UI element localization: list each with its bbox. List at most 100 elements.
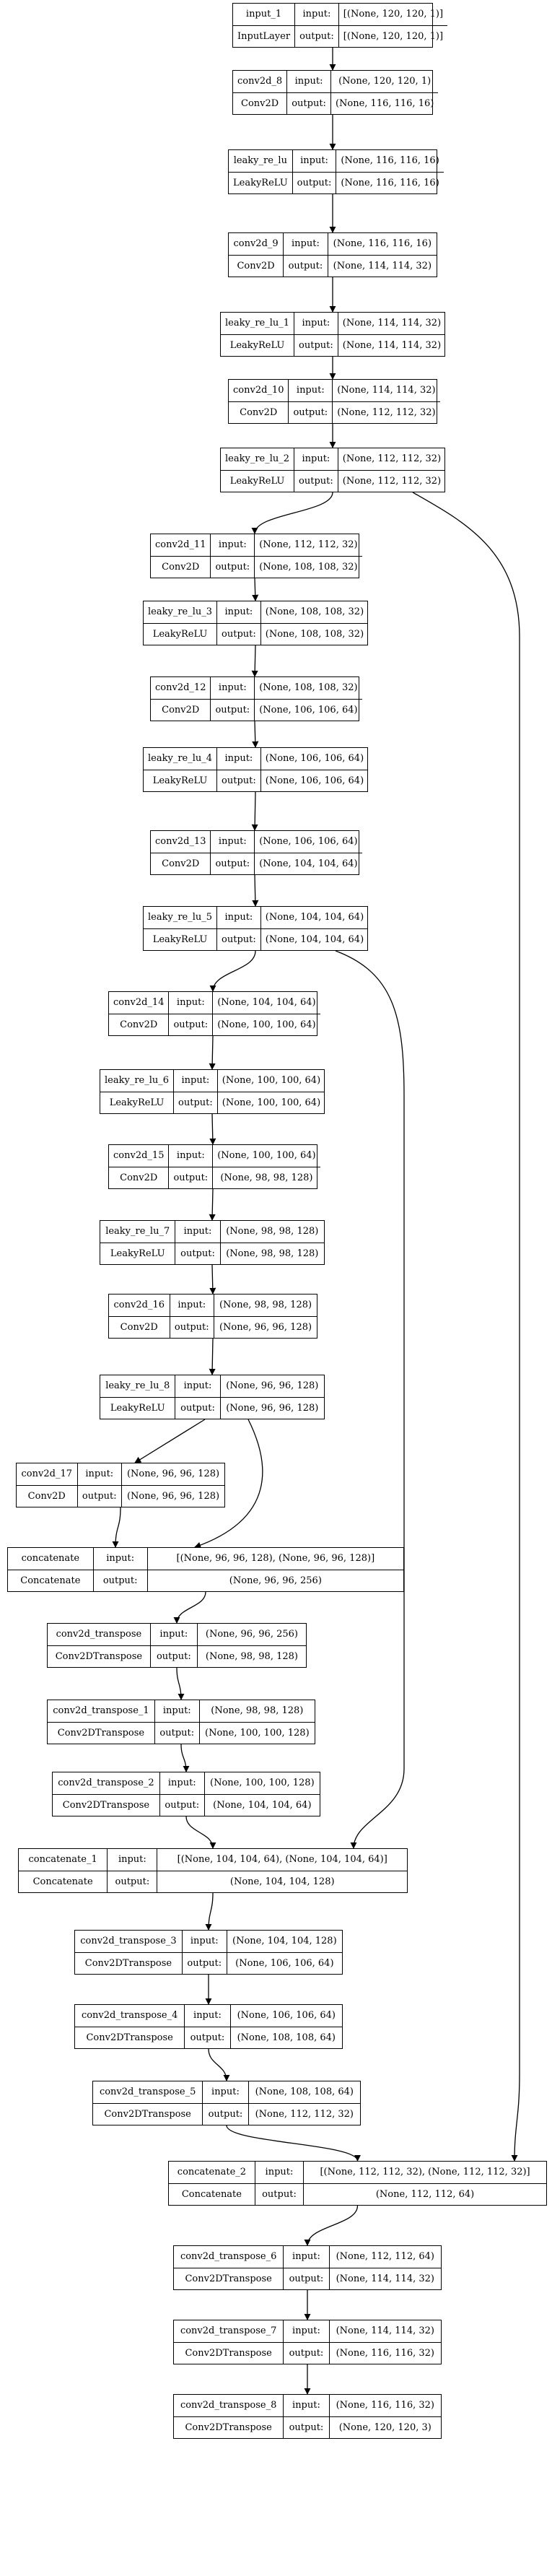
output-shape: (None, 114, 114, 32) <box>328 2267 441 2289</box>
layer-name: leaky_re_lu <box>229 150 293 173</box>
input-shape: (None, 116, 116, 16) <box>336 150 444 173</box>
output-shape: (None, 106, 106, 64) <box>226 1951 342 1974</box>
output-label: output: <box>210 698 255 721</box>
input-shape: (None, 104, 104, 128) <box>226 1931 342 1953</box>
output-shape: (None, 100, 100, 64) <box>212 1013 320 1035</box>
input-shape: (None, 112, 112, 64) <box>328 2246 441 2268</box>
output-shape: (None, 104, 104, 64) <box>203 1793 320 1816</box>
layer-type: Conv2D <box>151 698 211 721</box>
output-shape: (None, 108, 108, 64) <box>229 2026 342 2048</box>
output-shape: (None, 108, 108, 32) <box>260 622 369 645</box>
layer-name: conv2d_transpose_6 <box>174 2246 284 2268</box>
output-shape: (None, 114, 114, 32) <box>327 254 437 277</box>
edge-conv2d-transpose-to-conv2d-transpose-1 <box>176 1667 185 1700</box>
layer-type: LeakyReLU <box>144 622 218 645</box>
output-shape: (None, 114, 114, 32) <box>337 334 446 356</box>
layer-type: Conv2D <box>229 401 289 423</box>
output-label: output: <box>184 2026 231 2048</box>
output-shape: (None, 96, 96, 128) <box>214 1315 317 1338</box>
layer-name: conv2d_15 <box>109 1145 170 1167</box>
output-label: output: <box>202 2102 249 2125</box>
edge-leaky-re-lu-2-to-conv2d-11 <box>251 492 333 534</box>
layer-name: input_1 <box>233 4 296 26</box>
layer-name: conv2d_17 <box>17 1463 78 1486</box>
layer-type: Conv2DTranspose <box>53 1793 160 1816</box>
output-label: output: <box>294 25 339 47</box>
layer-type: Conv2DTranspose <box>174 2341 284 2364</box>
output-shape: (None, 104, 104, 64) <box>260 928 369 950</box>
input-shape: (None, 112, 112, 32) <box>254 534 362 557</box>
layer-name: conv2d_11 <box>151 534 211 557</box>
input-label: input: <box>175 1221 221 1243</box>
edge-conv2d-17-to-concatenate <box>112 1507 121 1548</box>
input-label: input: <box>254 2162 305 2184</box>
output-shape: (None, 96, 96, 128) <box>121 1484 224 1507</box>
output-shape: (None, 116, 116, 16) <box>330 92 439 114</box>
input-label: input: <box>216 907 261 929</box>
output-label: output: <box>283 2341 330 2364</box>
layer-type: LeakyReLU <box>144 769 218 791</box>
input-shape: (None, 98, 98, 128) <box>198 1700 315 1723</box>
layer-name: leaky_re_lu_4 <box>144 748 218 770</box>
input-shape: (None, 114, 114, 32) <box>337 313 446 335</box>
input-shape: (None, 120, 120, 1) <box>330 71 439 93</box>
input-label: input: <box>202 2081 249 2104</box>
input-shape: (None, 104, 104, 64) <box>212 992 320 1014</box>
input-shape: (None, 106, 106, 64) <box>254 831 362 853</box>
input-label: input: <box>92 1548 148 1570</box>
layer-type: Conv2D <box>109 1013 170 1035</box>
output-label: output: <box>216 622 261 645</box>
layer-type: Conv2D <box>229 254 284 277</box>
input-shape: [(None, 112, 112, 32), (None, 112, 112, … <box>303 2162 546 2184</box>
input-label: input: <box>210 534 255 557</box>
layer-type: Conv2DTranspose <box>75 1951 183 1974</box>
output-label: output: <box>283 2267 330 2289</box>
output-label: output: <box>168 1013 214 1035</box>
output-shape: (None, 98, 98, 128) <box>196 1645 306 1667</box>
layer-name: conv2d_12 <box>151 677 211 700</box>
output-shape: (None, 112, 112, 32) <box>247 2102 360 2125</box>
input-label: input: <box>216 601 261 624</box>
layer-type: LeakyReLU <box>100 1091 175 1113</box>
layer-type: Conv2D <box>17 1484 78 1507</box>
input-label: input: <box>283 233 328 256</box>
input-shape: (None, 108, 108, 32) <box>260 601 369 624</box>
output-shape: (None, 98, 98, 128) <box>219 1242 324 1264</box>
output-shape: (None, 96, 96, 256) <box>146 1569 403 1591</box>
output-label: output: <box>175 1396 221 1419</box>
input-label: input: <box>294 313 338 335</box>
layer-type: LeakyReLU <box>221 334 295 356</box>
output-label: output: <box>283 254 328 277</box>
output-label: output: <box>216 928 261 950</box>
layer-name: leaky_re_lu_6 <box>100 1070 175 1092</box>
layer-type: Conv2D <box>109 1315 170 1338</box>
output-label: output: <box>181 1951 227 1974</box>
input-label: input: <box>283 2320 330 2343</box>
input-shape: (None, 114, 114, 32) <box>328 2320 441 2343</box>
output-shape: (None, 112, 112, 64) <box>303 2183 546 2205</box>
layer-name: conv2d_8 <box>233 71 288 93</box>
input-shape: [(None, 96, 96, 128), (None, 96, 96, 128… <box>146 1548 403 1570</box>
output-shape: (None, 106, 106, 64) <box>260 769 369 791</box>
layer-type: Conv2D <box>151 555 211 578</box>
input-label: input: <box>168 1145 214 1167</box>
